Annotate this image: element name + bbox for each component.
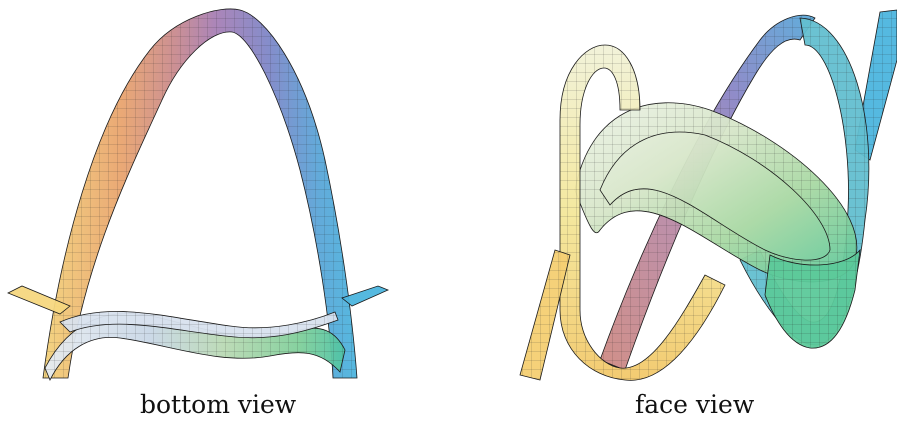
right-tab: [342, 286, 388, 306]
bottom-view-panel: [8, 9, 388, 380]
face-view-caption: face view: [635, 390, 754, 419]
bottom-view-caption: bottom view: [140, 390, 296, 419]
face-view-panel: [520, 10, 897, 380]
